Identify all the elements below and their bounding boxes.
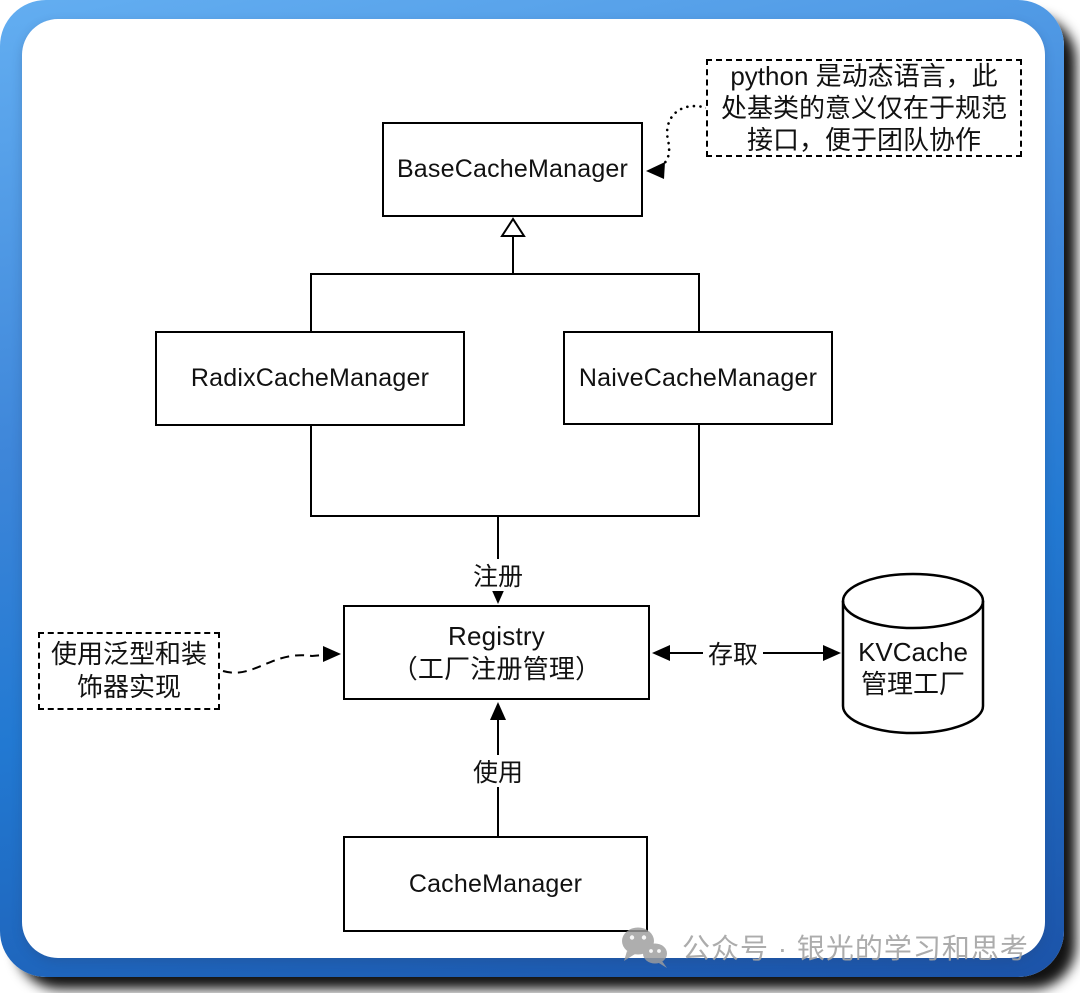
node-registry: Registry （工厂注册管理） bbox=[343, 605, 650, 700]
note-line: 使用泛型和装 bbox=[50, 639, 207, 669]
node-label: BaseCacheManager bbox=[396, 155, 629, 183]
note-registry-impl: 使用泛型和装 饰器实现 bbox=[38, 632, 220, 710]
note-line: 饰器实现 bbox=[76, 672, 181, 702]
edge-label-access: 存取 bbox=[703, 637, 763, 669]
node-base-cache-manager: BaseCacheManager bbox=[382, 122, 643, 217]
node-cache-manager: CacheManager bbox=[343, 836, 648, 932]
watermark: 公众号 · 银光的学习和思考 bbox=[618, 922, 1029, 972]
edge-label-use: 使用 bbox=[468, 755, 528, 787]
edge-label-register: 注册 bbox=[468, 559, 528, 591]
node-label-line2: （工厂注册管理） bbox=[391, 653, 602, 684]
node-naive-cache-manager: NaiveCacheManager bbox=[563, 331, 833, 425]
node-label: RadixCacheManager bbox=[190, 364, 430, 392]
node-kvcache-label: KVCache 管理工厂 bbox=[843, 636, 983, 700]
watermark-text: 公众号 · 银光的学习和思考 bbox=[682, 933, 1029, 964]
node-radix-cache-manager: RadixCacheManager bbox=[155, 331, 465, 426]
node-label: CacheManager bbox=[408, 869, 583, 898]
kvcache-label-line1: KVCache bbox=[858, 637, 968, 667]
note-base-class: python 是动态语言，此 处基类的意义仅在于规范 接口，便于团队协作 bbox=[706, 59, 1022, 157]
node-label-line1: Registry bbox=[448, 620, 545, 651]
note-line: python 是动态语言，此 bbox=[730, 61, 998, 91]
note-line: 接口，便于团队协作 bbox=[746, 125, 981, 155]
node-label: NaiveCacheManager bbox=[578, 363, 818, 392]
wechat-icon bbox=[622, 927, 667, 968]
kvcache-label-line2: 管理工厂 bbox=[860, 669, 965, 699]
note-line: 处基类的意义仅在于规范 bbox=[720, 93, 1007, 123]
